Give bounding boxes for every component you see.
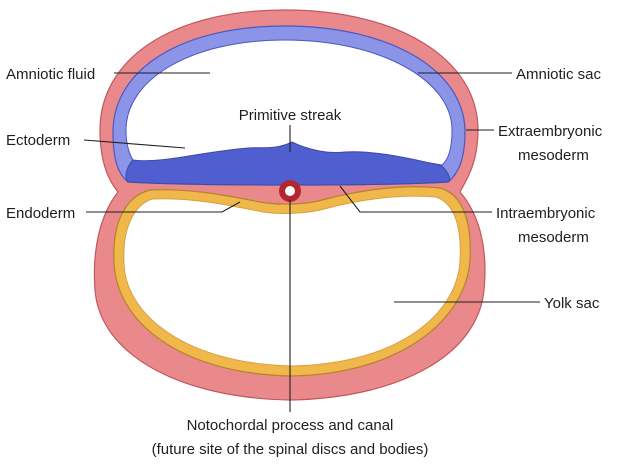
label-yolk-sac: Yolk sac [544,295,600,312]
label-amniotic-sac: Amniotic sac [516,66,602,83]
label-ectoderm: Ectoderm [6,132,70,149]
notochordal-canal [285,186,295,196]
label-amniotic-fluid: Amniotic fluid [6,66,95,83]
label-notochord-1: Notochordal process and canal [187,417,394,434]
label-primitive-streak: Primitive streak [239,107,342,124]
label-notochord-2: (future site of the spinal discs and bod… [152,441,429,458]
label-intraembryonic-1: Intraembryonic [496,205,596,222]
label-extraembryonic-2: mesoderm [518,147,589,164]
label-extraembryonic-1: Extraembryonic [498,123,603,140]
label-intraembryonic-2: mesoderm [518,229,589,246]
notochord [279,180,301,202]
label-endoderm: Endoderm [6,205,75,222]
